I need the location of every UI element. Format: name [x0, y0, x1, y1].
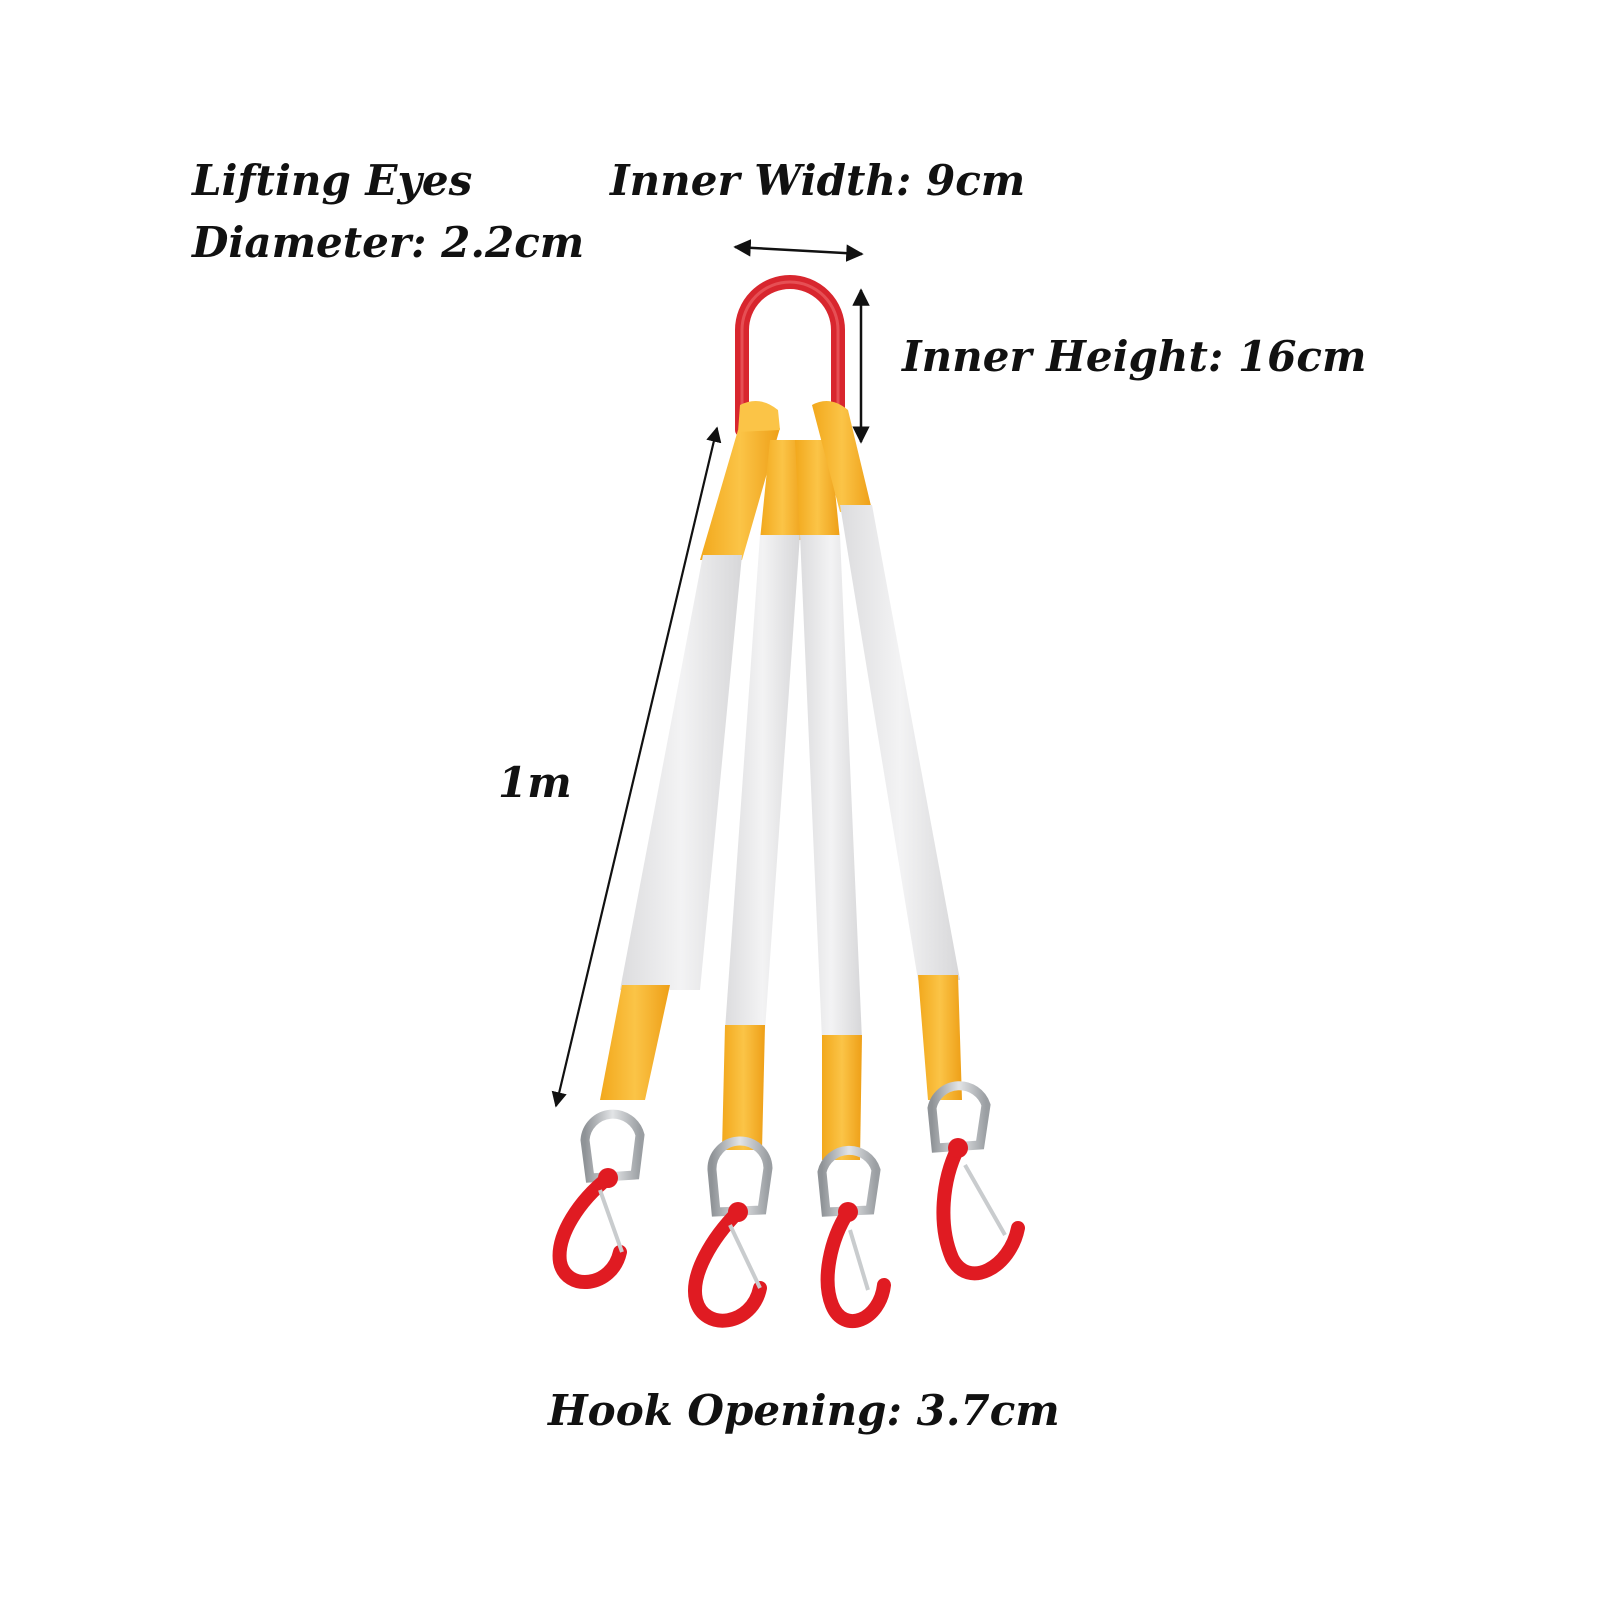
hook-opening-label: Hook Opening: 3.7cm	[548, 1386, 1060, 1435]
hook-1	[552, 1168, 627, 1289]
lifting-eyes-label: Lifting Eyes	[192, 156, 473, 205]
shackle-4	[927, 1081, 991, 1153]
sling-leg-4	[812, 401, 962, 1100]
shackle-2	[707, 1136, 773, 1217]
shackle-3	[817, 1145, 881, 1217]
sling-leg-2	[722, 440, 805, 1150]
sling-length-arrow	[551, 426, 722, 1108]
inner-width-label: Inner Width: 9cm	[610, 156, 1026, 205]
hook-4	[936, 1138, 1025, 1281]
lifting-eyes-diameter-label: Diameter: 2.2cm	[192, 218, 585, 267]
hook-2	[688, 1202, 767, 1328]
inner-width-arrow	[733, 239, 864, 262]
hook-3	[820, 1202, 891, 1329]
master-ring	[735, 275, 845, 437]
shackle-1	[580, 1109, 645, 1183]
sling-leg-1	[600, 401, 780, 1100]
inner-height-label: Inner Height: 16cm	[902, 332, 1367, 381]
